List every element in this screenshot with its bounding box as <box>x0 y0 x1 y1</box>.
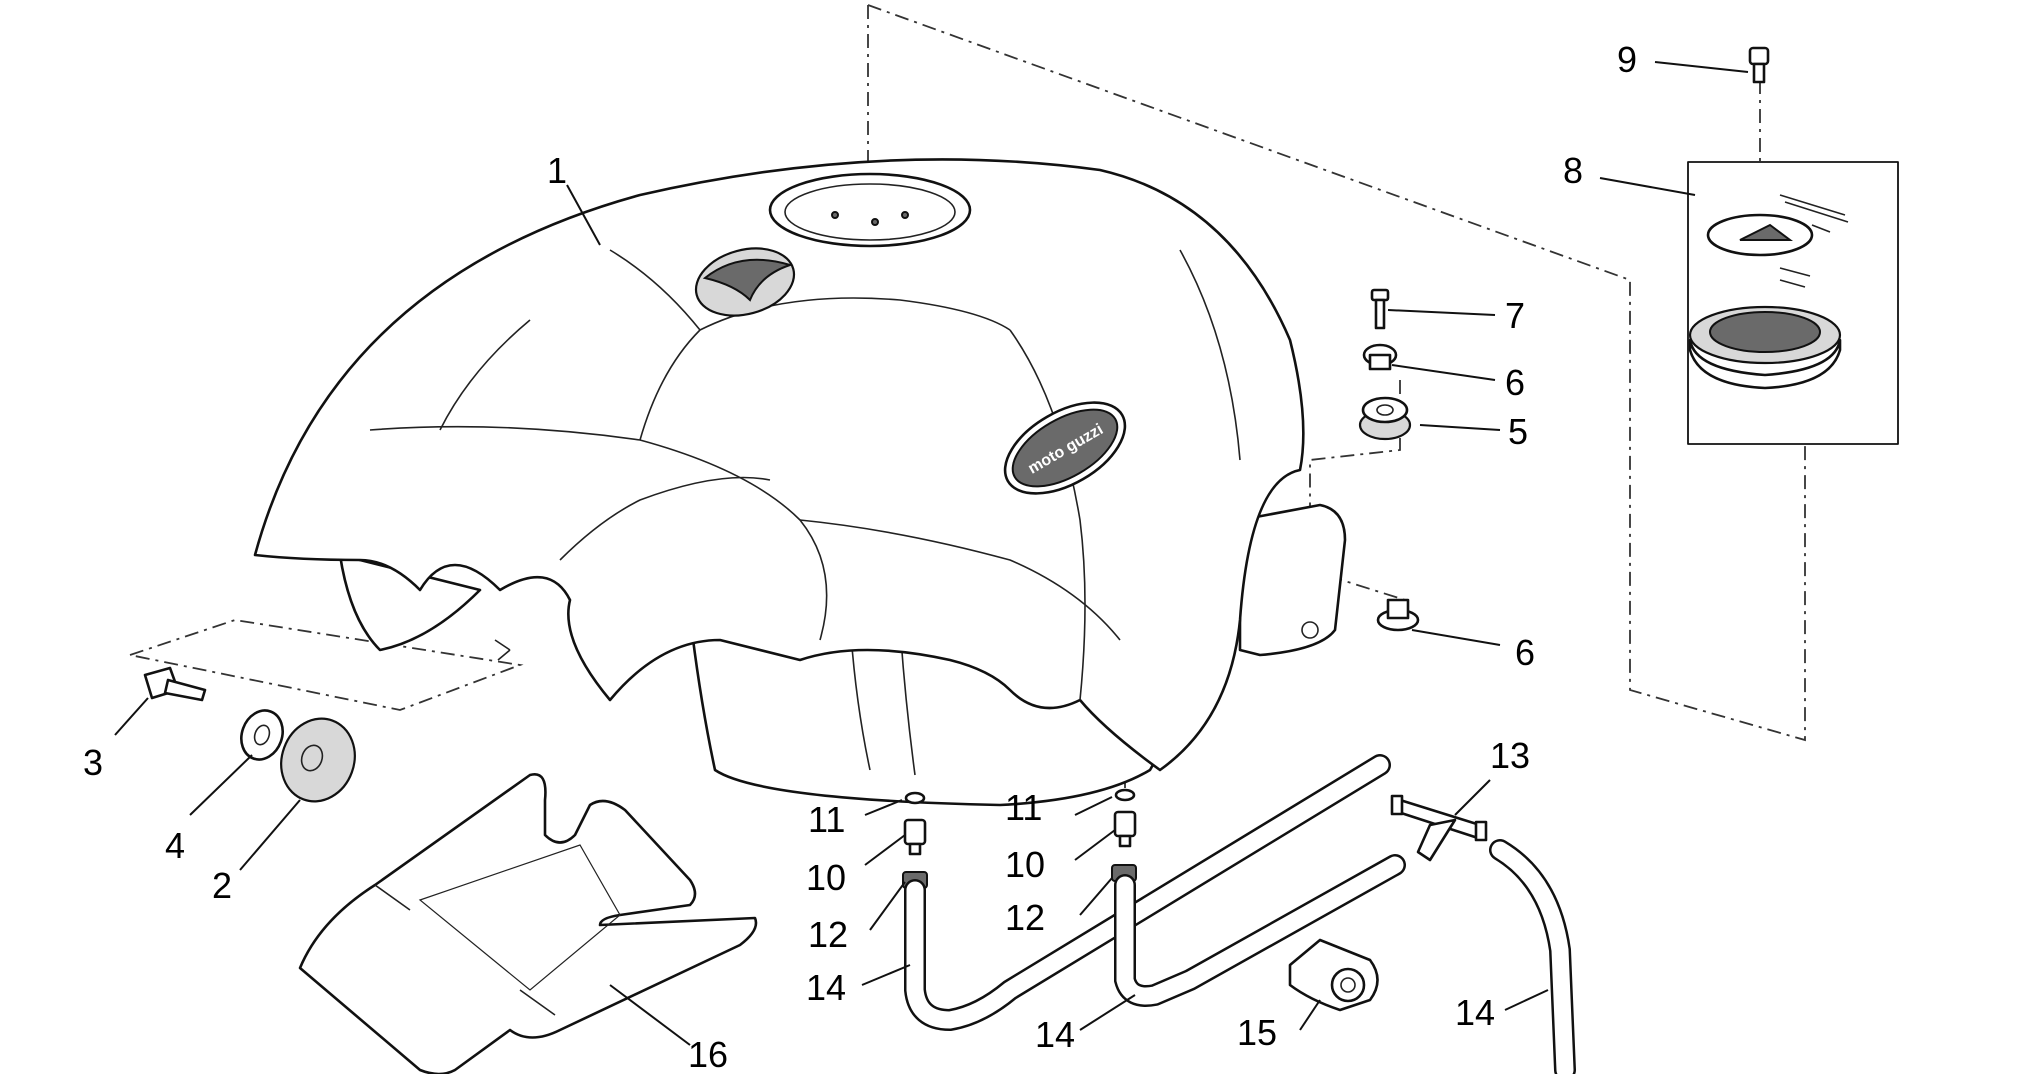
callout-12-right: 12 <box>1005 897 1045 938</box>
callout-10-left: 10 <box>806 857 846 898</box>
callout-6-upper: 6 <box>1505 362 1525 403</box>
fuel-cap-assembly-part-8 <box>1687 161 1899 445</box>
heat-shield-pad-part-16 <box>298 773 758 1074</box>
callout-5: 5 <box>1508 411 1528 452</box>
callout-13: 13 <box>1490 735 1530 776</box>
moto-guzzi-badge: moto guzzi <box>1003 401 1127 495</box>
callout-15: 15 <box>1237 1012 1277 1053</box>
grommet-part-6-upper <box>1362 343 1398 371</box>
hose-clip-part-15 <box>1288 938 1379 1012</box>
grommet-part-6-lower <box>1376 598 1420 632</box>
callout-14-right: 14 <box>1455 992 1495 1033</box>
callout-2: 2 <box>212 865 232 906</box>
fuel-tank: moto guzzi <box>253 158 1347 807</box>
fuel-hoses-part-14 <box>904 754 1576 1074</box>
callout-labels: 1 2 3 4 5 6 6 7 8 9 10 10 11 11 12 12 13… <box>83 39 1637 1074</box>
t-joint-part-13 <box>1390 794 1488 862</box>
leader-lines <box>114 61 1749 1046</box>
callout-6-lower: 6 <box>1515 632 1535 673</box>
rubber-bushing-part-2 <box>280 717 356 803</box>
rubber-mount-part-5 <box>1358 396 1412 441</box>
callout-14-middle: 14 <box>1035 1014 1075 1055</box>
callout-8: 8 <box>1563 150 1583 191</box>
callout-16: 16 <box>688 1034 728 1074</box>
washer-part-4 <box>240 709 284 761</box>
callout-11-left: 11 <box>808 799 845 840</box>
callout-14-left: 14 <box>806 967 846 1008</box>
bolt-part-7 <box>1370 288 1390 330</box>
callout-4: 4 <box>165 825 185 866</box>
bolt-part-3 <box>143 666 207 702</box>
screw-part-9 <box>1748 46 1770 84</box>
callout-3: 3 <box>83 742 103 783</box>
callout-11-right: 11 <box>1005 787 1042 828</box>
callout-9: 9 <box>1617 39 1637 80</box>
callout-7: 7 <box>1505 295 1525 336</box>
callout-12-left: 12 <box>808 914 848 955</box>
eagle-emblem-icon <box>694 247 796 317</box>
fittings-right <box>1111 788 1137 882</box>
callout-1: 1 <box>547 150 567 191</box>
callout-10-right: 10 <box>1005 844 1045 885</box>
fittings-left <box>902 791 928 889</box>
